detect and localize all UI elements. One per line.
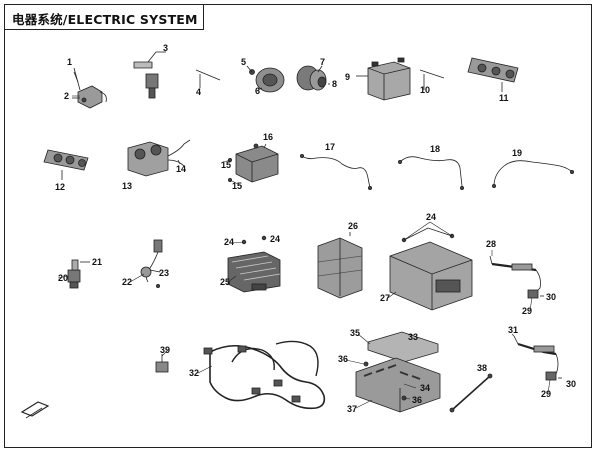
part-wire-4 — [195, 69, 221, 88]
part-ecu — [389, 227, 473, 311]
callout-30b: 30 — [566, 379, 576, 389]
callout-15a: 15 — [221, 160, 231, 170]
callout-25: 25 — [220, 277, 230, 287]
part-relay-unit — [227, 143, 279, 183]
callout-13: 13 — [122, 181, 132, 191]
callout-11: 11 — [499, 93, 509, 103]
callout-24c: 24 — [426, 212, 436, 222]
part-speed-sensor — [140, 239, 163, 288]
part-sensor-20 — [67, 259, 90, 289]
callout-1: 1 — [67, 57, 72, 67]
callout-35: 35 — [350, 328, 360, 338]
callout-38: 38 — [477, 363, 487, 373]
part-cable-38 — [449, 373, 493, 413]
callout-37: 37 — [347, 404, 357, 414]
part-regulator-rectifier — [227, 235, 281, 293]
part-wire-18 — [397, 156, 464, 190]
callout-28: 28 — [486, 239, 496, 249]
callout-36b: 36 — [412, 395, 422, 405]
callout-36a: 36 — [338, 354, 348, 364]
callout-24b: 24 — [270, 234, 280, 244]
callout-14: 14 — [176, 164, 186, 174]
callout-9: 9 — [345, 72, 350, 82]
callout-21: 21 — [92, 257, 102, 267]
callout-19: 19 — [512, 148, 522, 158]
part-wire-17 — [299, 153, 372, 190]
callout-16: 16 — [263, 132, 273, 142]
part-bracket-26 — [317, 232, 363, 299]
callout-39: 39 — [160, 345, 170, 355]
callout-2: 2 — [64, 91, 69, 101]
part-connector-39 — [155, 354, 169, 373]
callout-24a: 24 — [224, 237, 234, 247]
callout-32: 32 — [189, 368, 199, 378]
callout-29b: 29 — [541, 389, 551, 399]
diagram-frame — [4, 4, 592, 448]
callout-26: 26 — [348, 221, 358, 231]
callout-labels: 1 2 3 4 5 6 7 8 9 10 11 12 13 14 15 15 1… — [55, 43, 576, 414]
callout-31: 31 — [508, 325, 518, 335]
callout-7: 7 — [320, 57, 325, 67]
callout-8: 8 — [332, 79, 337, 89]
callout-34: 34 — [420, 383, 430, 393]
callout-27: 27 — [380, 293, 390, 303]
callout-22: 22 — [122, 277, 132, 287]
part-sensor-3 — [133, 51, 166, 99]
callout-3: 3 — [163, 43, 168, 53]
callout-20: 20 — [58, 273, 68, 283]
callout-10: 10 — [420, 85, 430, 95]
callout-4: 4 — [196, 87, 201, 97]
title-box — [4, 4, 204, 30]
part-o2-sensor-lower — [513, 335, 562, 381]
callout-29a: 29 — [522, 306, 532, 316]
part-battery — [356, 57, 411, 101]
part-wire-19 — [491, 160, 575, 188]
front-arrow-icon — [20, 401, 50, 419]
part-switch-set-12 — [43, 149, 89, 180]
callout-18: 18 — [430, 144, 440, 154]
page-title: 电器系统/ELECTRIC SYSTEM — [12, 12, 198, 27]
callout-15b: 15 — [232, 181, 242, 191]
part-o2-sensor-upper — [489, 255, 544, 299]
part-switch-set-11 — [467, 57, 519, 92]
callout-17: 17 — [325, 142, 335, 152]
callout-5: 5 — [241, 57, 246, 67]
callout-12: 12 — [55, 182, 65, 192]
callout-23: 23 — [159, 268, 169, 278]
callout-6: 6 — [255, 86, 260, 96]
part-main-harness — [203, 340, 326, 410]
leader-lines — [57, 95, 551, 409]
part-horn — [246, 65, 285, 93]
part-fuse-box — [355, 331, 441, 413]
part-ignition-coil — [72, 67, 107, 109]
part-relay-coil — [296, 65, 330, 91]
part-starter-relay — [127, 139, 191, 177]
part-cable-10 — [419, 69, 445, 90]
callout-33: 33 — [408, 332, 418, 342]
callout-30a: 30 — [546, 292, 556, 302]
